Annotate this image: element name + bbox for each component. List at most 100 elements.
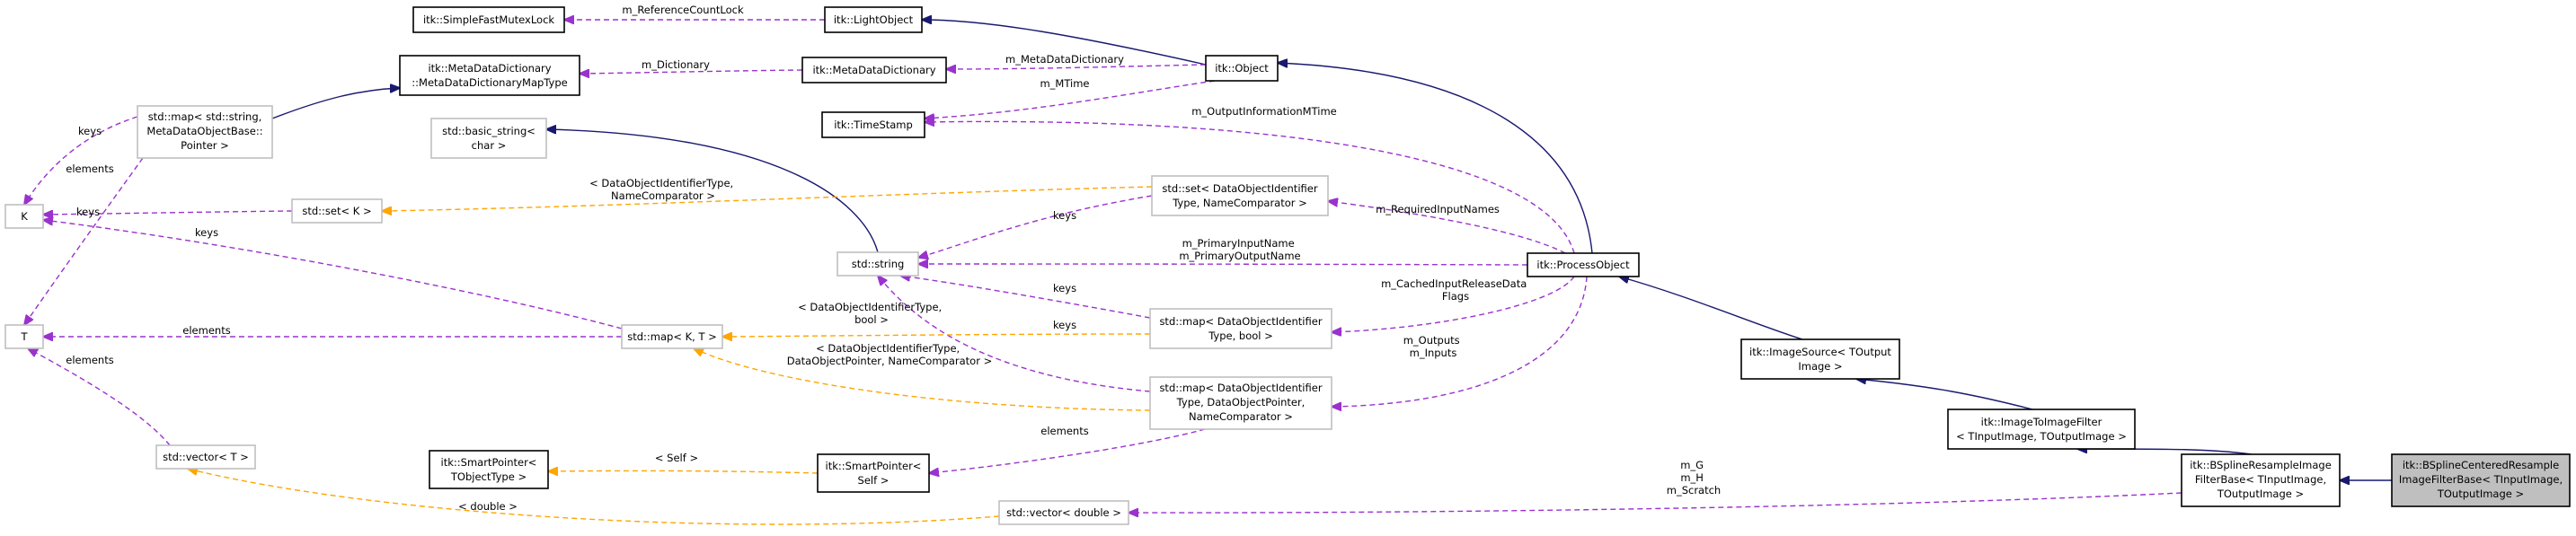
label-keys-setdoi: keys [1053, 209, 1076, 222]
label-set-K-tmpl-line1: < DataObjectIdentifierType, [589, 177, 733, 189]
node-stdmap-string-metadataobject-line2: MetaDataObjectBase:: [146, 125, 262, 137]
node-timestamp[interactable]: itk::TimeStamp [821, 111, 925, 138]
node-object-label: itk::Object [1215, 62, 1269, 75]
node-map-dataobjectidentifier-pointer[interactable]: std::map< DataObjectIdentifier Type, Dat… [1149, 376, 1332, 430]
node-light-object[interactable]: itk::LightObject [824, 6, 923, 33]
node-set-K[interactable]: std::set< K > [291, 198, 383, 224]
label-g-h-scratch-line2: m_H [1680, 471, 1704, 484]
node-object[interactable]: itk::Object [1205, 55, 1279, 82]
node-simple-fast-mutex-lock[interactable]: itk::SimpleFastMutexLock [412, 6, 565, 33]
label-primary-names-line1: m_PrimaryInputName [1182, 237, 1295, 250]
label-map-ptr-tmpl: < DataObjectIdentifierType, DataObjectPo… [787, 342, 992, 367]
label-cached-flags-line2: Flags [1442, 290, 1469, 303]
label-required-inputs: m_RequiredInputNames [1376, 203, 1500, 215]
label-outputs-inputs: m_Outputs m_Inputs [1403, 334, 1464, 359]
edge-processobject-setdoi [1328, 201, 1566, 254]
node-map-dataobjectidentifier-bool[interactable]: std::map< DataObjectIdentifier Type, boo… [1149, 308, 1332, 349]
node-image-source[interactable]: itk::ImageSource< TOutput Image > [1740, 338, 1900, 380]
label-set-K-tmpl-line2: NameComparator > [611, 189, 715, 202]
node-K[interactable]: K [4, 204, 44, 229]
node-map-K-T[interactable]: std::map< K, T > [621, 324, 723, 349]
node-vector-T[interactable]: std::vector< T > [155, 444, 256, 470]
label-self-tmpl: < Self > [655, 452, 698, 464]
edge-map1-K [24, 116, 138, 205]
node-image-to-image-filter[interactable]: itk::ImageToImageFilter < TInputImage, T… [1947, 409, 2136, 450]
label-mtime: m_MTime [1040, 77, 1089, 90]
node-bspline-centered-resample-base[interactable]: itk::BSplineCenteredResample ImageFilter… [2391, 453, 2571, 507]
label-output-info-mtime: m_OutputInformationMTime [1191, 105, 1337, 118]
node-smartpointer-self-line2: Self > [858, 474, 890, 487]
label-elements-vecT: elements [66, 354, 113, 366]
node-process-object-label: itk::ProcessObject [1536, 259, 1630, 271]
edge-processobject-timestamp [925, 121, 1575, 254]
node-bspline-resample-base-line2: FilterBase< TInputImage, [2195, 473, 2326, 486]
label-keys-mapbool2: keys [1053, 319, 1076, 331]
label-map-bool-tmpl-line2: bool > [854, 313, 889, 326]
node-map-dataobjectidentifier-pointer-line1: std::map< DataObjectIdentifier [1159, 382, 1322, 394]
label-map-bool-tmpl: < DataObjectIdentifierType, bool > [798, 301, 945, 326]
node-basic-string[interactable]: std::basic_string< char > [430, 118, 547, 159]
label-g-h-scratch-line3: m_Scratch [1667, 484, 1721, 496]
node-process-object[interactable]: itk::ProcessObject [1527, 252, 1640, 277]
edge-processobject-mapptr [1332, 276, 1588, 407]
node-vector-double[interactable]: std::vector< double > [998, 500, 1129, 525]
node-map-dataobjectidentifier-bool-line1: std::map< DataObjectIdentifier [1159, 315, 1322, 328]
edge-mapmetadata-to-dictionarymap [271, 88, 400, 119]
edge-mdd-dictionarymap [580, 70, 803, 74]
label-outputs-inputs-line1: m_Outputs [1403, 334, 1460, 347]
edge-mapptr-smartptr [929, 428, 1206, 473]
node-bspline-centered-resample-base-line2: ImageFilterBase< TInputImage, [2399, 473, 2563, 486]
label-double-tmpl: < double > [458, 500, 518, 513]
node-basic-string-line2: char > [472, 139, 507, 152]
node-T-label: T [20, 330, 28, 343]
edge-map1-T [24, 157, 144, 325]
node-bspline-resample-base-line3: TOutputImage > [2217, 488, 2304, 500]
label-g-h-scratch-line1: m_G [1680, 459, 1704, 471]
edge-object-to-lightobject [922, 20, 1207, 66]
node-set-dataobjectidentifier-line1: std::set< DataObjectIdentifier [1162, 182, 1317, 195]
node-set-dataobjectidentifier-line2: Type, NameComparator > [1172, 197, 1307, 209]
node-K-label: K [21, 210, 28, 223]
label-set-K-tmpl: < DataObjectIdentifierType, NameComparat… [589, 177, 737, 202]
node-stdmap-string-metadataobject[interactable]: std::map< std::string, MetaDataObjectBas… [137, 105, 273, 159]
label-primary-names-line2: m_PrimaryOutputName [1179, 250, 1300, 262]
node-image-to-image-filter-line2: < TInputImage, TOutputImage > [1956, 430, 2127, 443]
edge-smartself-smartptr [548, 470, 819, 473]
edge-setdoi-string [918, 195, 1153, 258]
label-mdd-member: m_MetaDataDictionary [1005, 53, 1124, 66]
node-map-K-T-label: std::map< K, T > [627, 330, 717, 343]
edge-vectordouble-vectorT [188, 469, 1000, 525]
edge-object-mdd [946, 64, 1207, 69]
label-elements-map1: elements [66, 163, 113, 175]
node-std-string[interactable]: std::string [837, 251, 919, 277]
node-metadatadictionary-maptype[interactable]: itk::MetaDataDictionary ::MetaDataDictio… [399, 55, 580, 96]
node-image-source-line2: Image > [1798, 360, 1842, 373]
label-keys-mapKT: keys [195, 226, 218, 239]
node-smartpointer-tobjecttype[interactable]: itk::SmartPointer< TObjectType > [429, 450, 549, 489]
node-image-source-line1: itk::ImageSource< TOutput [1749, 346, 1891, 358]
node-smartpointer-self-line1: itk::SmartPointer< [826, 460, 922, 472]
edge-processobject-mapbool [1332, 276, 1575, 332]
label-ref-count-lock: m_ReferenceCountLock [622, 4, 744, 16]
node-map-dataobjectidentifier-bool-line2: Type, bool > [1208, 330, 1273, 342]
label-map-ptr-tmpl-line1: < DataObjectIdentifierType, [816, 342, 960, 355]
label-map-ptr-tmpl-line2: DataObjectPointer, NameComparator > [787, 355, 992, 367]
edges [24, 20, 2392, 525]
edge-mapKT-K [43, 220, 623, 330]
edge-bsplinebase-vectordouble [1129, 492, 2182, 513]
node-bspline-resample-base[interactable]: itk::BSplineResampleImage FilterBase< TI… [2181, 453, 2341, 507]
node-metadatadictionary-label: itk::MetaDataDictionary [812, 64, 935, 76]
node-T[interactable]: T [4, 324, 44, 349]
edge-mapptr-string [878, 276, 1151, 392]
node-smartpointer-tobjecttype-line2: TObjectType > [450, 470, 527, 483]
label-dictionary: m_Dictionary [642, 58, 710, 71]
edge-labels: m_ReferenceCountLock m_Dictionary m_Meta… [66, 4, 1721, 513]
node-smartpointer-self[interactable]: itk::SmartPointer< Self > [817, 453, 930, 493]
label-cached-flags: m_CachedInputReleaseData Flags [1381, 277, 1530, 303]
node-set-dataobjectidentifier[interactable]: std::set< DataObjectIdentifier Type, Nam… [1151, 175, 1329, 216]
node-basic-string-line1: std::basic_string< [442, 125, 536, 137]
node-map-dataobjectidentifier-pointer-line3: NameComparator > [1189, 410, 1293, 423]
node-timestamp-label: itk::TimeStamp [834, 119, 913, 131]
node-smartpointer-tobjecttype-line1: itk::SmartPointer< [441, 456, 537, 469]
node-metadatadictionary[interactable]: itk::MetaDataDictionary [801, 57, 947, 83]
